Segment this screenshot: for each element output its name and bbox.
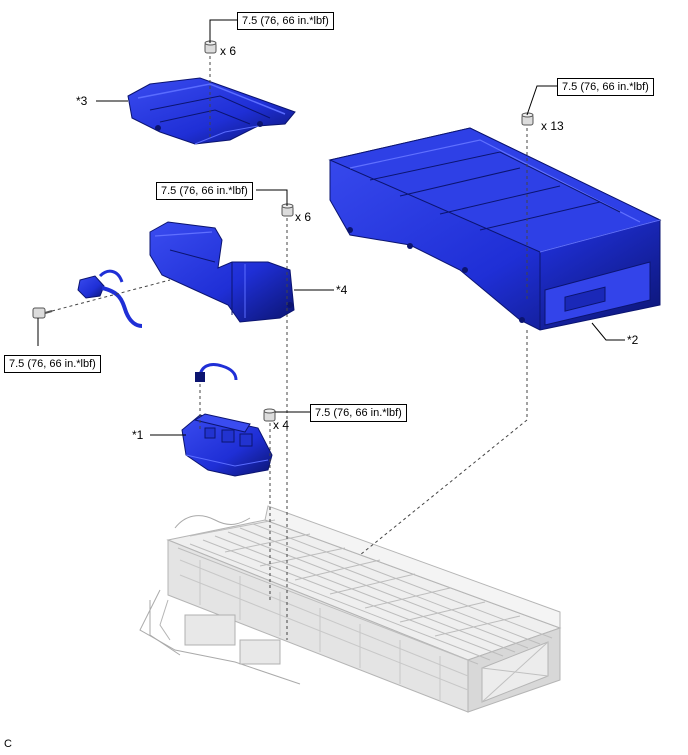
wire-harness-small: [195, 363, 238, 382]
callout-part-1: *1: [132, 428, 144, 442]
battery-assembly: [139, 505, 562, 713]
torque-spec-label: 7.5 (76, 66 in.*lbf): [4, 355, 101, 373]
part-2-cover: [328, 127, 662, 331]
part-4-bracket: [149, 221, 295, 323]
figure-code: C: [4, 738, 12, 750]
nut-icon: [263, 408, 276, 422]
torque-spec-label: 7.5 (76, 66 in.*lbf): [310, 404, 407, 422]
fastener-quantity: x 4: [273, 418, 290, 432]
torque-spec-label: 7.5 (76, 66 in.*lbf): [557, 78, 654, 96]
part-3-cover: [127, 77, 296, 145]
torque-spec-label: 7.5 (76, 66 in.*lbf): [156, 182, 253, 200]
cable-connector: [77, 269, 143, 328]
fastener-quantity: x 6: [220, 44, 237, 58]
fastener-quantity: x 13: [541, 119, 564, 133]
nut-icon: [281, 203, 294, 217]
fastener-quantity: x 6: [295, 210, 312, 224]
callout-part-4: *4: [336, 283, 348, 297]
callout-part-3: *3: [76, 94, 88, 108]
alignment-lines: [51, 56, 528, 640]
callout-part-2: *2: [627, 333, 639, 347]
part-1-junction-block: [181, 413, 273, 477]
torque-spec-label: 7.5 (76, 66 in.*lbf): [237, 12, 334, 30]
leader-lines: [37, 19, 625, 436]
bolt-icon: [32, 307, 53, 319]
